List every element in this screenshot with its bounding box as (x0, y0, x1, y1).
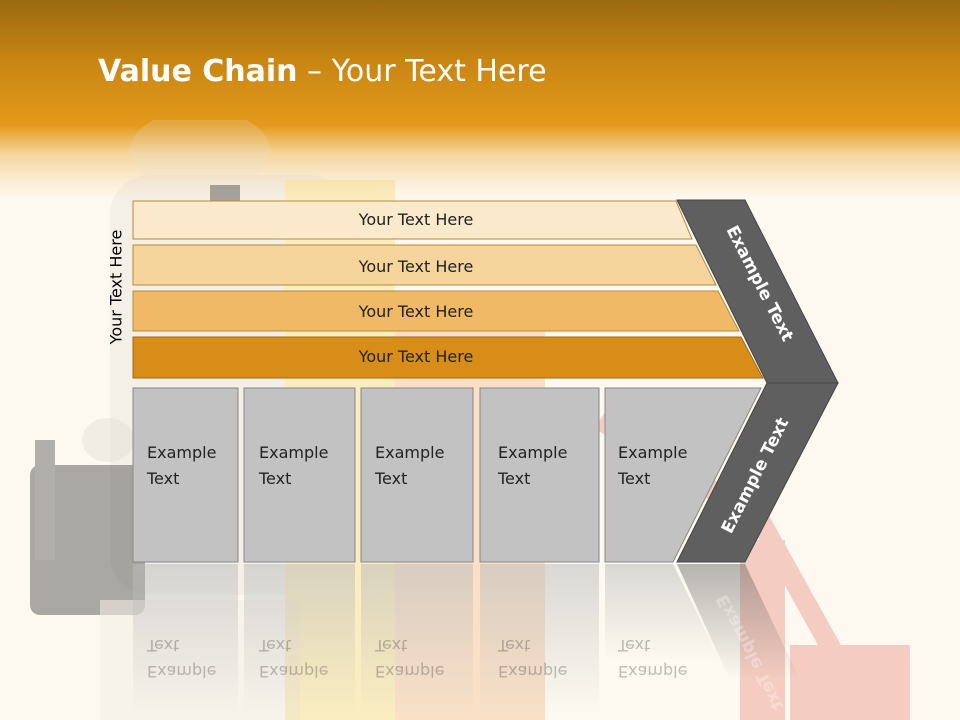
primary-box-4 (479, 387, 600, 563)
primary-box-3 (360, 387, 474, 563)
support-bar-1-label: Your Text Here (358, 210, 474, 229)
reflection-box-4-line1: Example (498, 662, 567, 681)
primary-box-3-line2: Text (374, 469, 407, 488)
reflection-box-3-line2: Text (374, 636, 407, 655)
reflection-box-4-line2: Text (497, 636, 530, 655)
support-bar-2-label: Your Text Here (358, 257, 474, 276)
slide-title: Value Chain – Your Text Here (98, 54, 547, 89)
chevron-bottom-arm (676, 382, 839, 563)
reflection-box-5-line2: Text (617, 636, 650, 655)
support-bar-2 (132, 244, 717, 286)
title-rest-part: – Your Text Here (297, 54, 547, 89)
primary-box-1-line1: Example (147, 443, 216, 462)
reflection: Example Text Example Text Example Text E… (133, 564, 800, 714)
primary-box-2-line1: Example (259, 443, 328, 462)
primary-box-4-line1: Example (498, 443, 567, 462)
support-bar-4-label: Your Text Here (358, 347, 474, 366)
primary-box-5-line2: Text (617, 469, 650, 488)
primary-box-1-line2: Text (146, 469, 179, 488)
reflection-box-1-line1: Example (147, 662, 216, 681)
primary-box-5-line1: Example (618, 443, 687, 462)
primary-box-4-line2: Text (497, 469, 530, 488)
side-label: Your Text Here (106, 229, 126, 345)
title-bold-part: Value Chain (98, 54, 298, 89)
support-bar-3-label: Your Text Here (358, 302, 474, 321)
reflection-box-1-line2: Text (146, 636, 179, 655)
reflection-box-5-line1: Example (618, 662, 687, 681)
primary-box-5 (604, 387, 762, 563)
support-bar-3 (132, 290, 740, 332)
primary-box-3-line1: Example (375, 443, 444, 462)
support-bar-4 (132, 336, 764, 379)
primary-box-1 (132, 387, 239, 563)
reflection-box-2-line2: Text (258, 636, 291, 655)
reflection-box-2-line1: Example (259, 662, 328, 681)
header-band (0, 0, 960, 200)
support-bar-1 (132, 200, 693, 240)
primary-box-2 (243, 387, 356, 563)
primary-box-2-line2: Text (258, 469, 291, 488)
reflection-box-3-line1: Example (375, 662, 444, 681)
